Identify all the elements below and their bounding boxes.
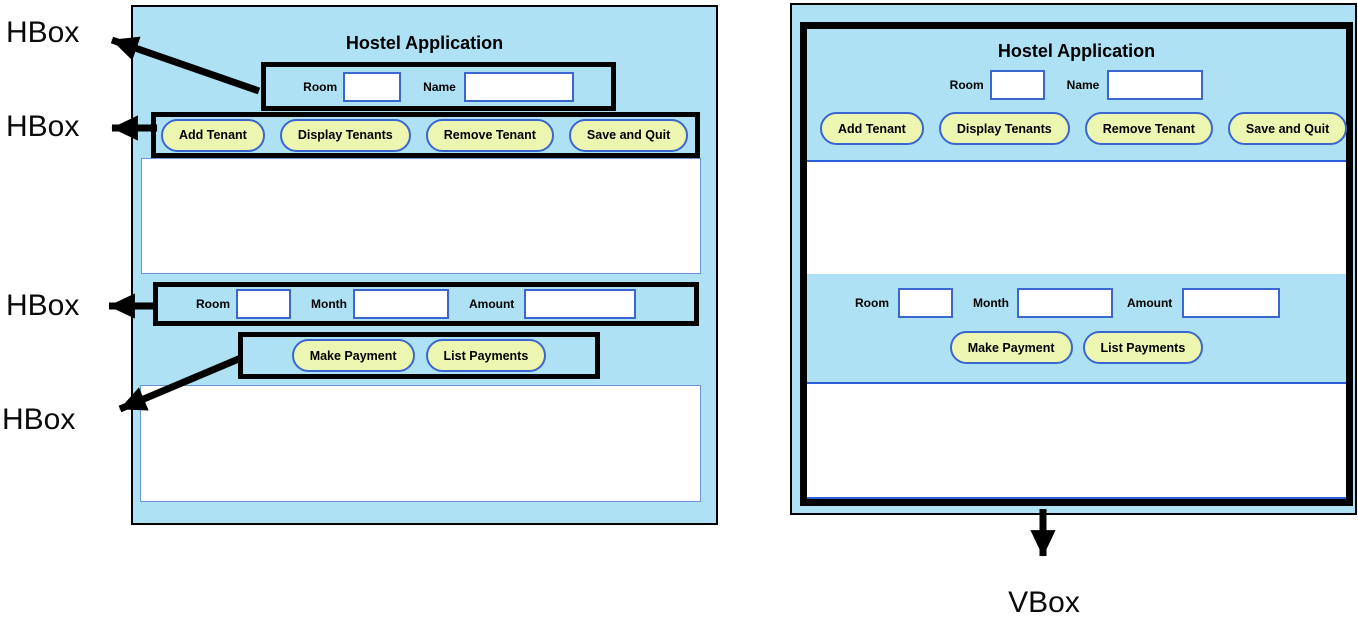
save-and-quit-button[interactable]: Save and Quit [1227,112,1348,145]
amount-input[interactable] [1182,288,1281,318]
name-label: Name [1066,78,1100,92]
name-input[interactable] [463,71,574,102]
month-label: Month [973,296,1009,310]
month-input[interactable] [1016,288,1113,318]
tenant-section: Hostel Application Room Name Add Tenant … [807,29,1348,162]
payments-text-area[interactable] [807,384,1346,499]
room-input[interactable] [989,70,1045,100]
amount-label: Amount [468,297,515,311]
display-tenants-button[interactable]: Display Tenants [279,118,411,152]
add-tenant-button[interactable]: Add Tenant [161,118,265,152]
room-label: Room [949,78,984,92]
payment-room-label: Room [196,297,230,311]
amount-label: Amount [1126,296,1173,310]
month-input[interactable] [352,289,449,319]
hbox-annotation-2: HBox [6,110,80,143]
hostel-app-window-vbox-view: Hostel Application Room Name Add Tenant … [790,3,1357,515]
hbox-annotation-3: HBox [6,289,80,322]
month-label: Month [311,297,347,311]
tenant-fields-row: Room Name [807,70,1346,100]
payment-room-label: Room [855,296,889,310]
amount-input[interactable] [524,289,637,319]
hbox-annotation-1: HBox [6,16,80,49]
payment-room-input[interactable] [898,288,953,318]
payments-text-area[interactable] [140,385,701,502]
display-tenants-button[interactable]: Display Tenants [938,112,1070,145]
app-title: Hostel Application [997,41,1156,61]
remove-tenant-button[interactable]: Remove Tenant [425,118,554,152]
tenants-text-area[interactable] [141,158,701,274]
payment-buttons-hbox: Make Payment List Payments [238,332,600,379]
vbox-annotation: VBox [1008,586,1080,619]
name-input[interactable] [1107,70,1204,100]
tenants-text-area[interactable] [807,162,1346,274]
list-payments-button[interactable]: List Payments [425,339,547,372]
payment-room-input[interactable] [236,289,291,319]
payment-section: Room Month Amount Make Payment List Paym… [807,274,1346,384]
hbox-annotation-4: HBox [2,403,76,436]
tenant-buttons-hbox: Add Tenant Display Tenants Remove Tenant… [151,112,700,158]
app-title: Hostel Application [345,33,504,53]
payment-buttons-row: Make Payment List Payments [807,331,1346,364]
make-payment-button[interactable]: Make Payment [949,331,1073,364]
save-and-quit-button[interactable]: Save and Quit [568,118,689,152]
payment-fields-hbox: Room Month Amount [153,282,699,326]
add-tenant-button[interactable]: Add Tenant [820,112,924,145]
tenant-buttons-row: Add Tenant Display Tenants Remove Tenant… [807,112,1348,145]
room-label: Room [303,79,338,94]
name-label: Name [423,79,456,94]
vbox-frame: Hostel Application Room Name Add Tenant … [800,22,1353,506]
room-input[interactable] [343,71,402,102]
hostel-app-window-hbox-view: Hostel Application Room Name Add Tenant … [131,5,718,525]
tenant-fields-hbox: Room Name [261,62,616,111]
payment-fields-row: Room Month Amount [807,288,1346,318]
remove-tenant-button[interactable]: Remove Tenant [1084,112,1213,145]
make-payment-button[interactable]: Make Payment [291,339,415,372]
list-payments-button[interactable]: List Payments [1082,331,1204,364]
